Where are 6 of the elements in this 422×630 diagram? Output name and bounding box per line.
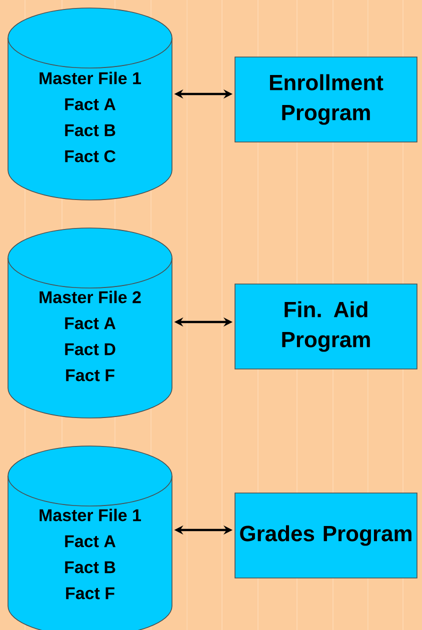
program-box: Enrollment Program	[234, 56, 418, 142]
database-cylinder: Master File 1 Fact A Fact B Fact C	[8, 8, 172, 200]
database-cylinder: Master File 1 Fact A Fact B Fact F	[8, 446, 172, 630]
program-box: Grades Program	[234, 492, 418, 578]
database-cylinder: Master File 2 Fact A Fact D Fact F	[8, 228, 172, 418]
program-box: Fin. Aid Program	[234, 284, 418, 370]
